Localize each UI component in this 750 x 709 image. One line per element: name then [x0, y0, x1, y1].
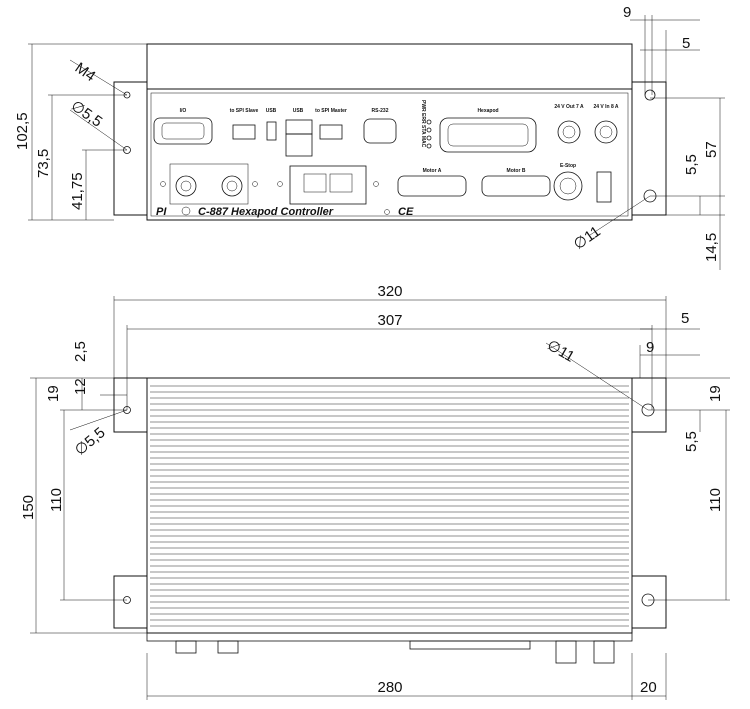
out-24v-connector — [557, 120, 581, 144]
dim-307: 307 — [377, 312, 402, 329]
dim-5-top: 5 — [681, 310, 689, 327]
dim-9-front: 9 — [623, 4, 631, 21]
dim-110-left: 110 — [48, 488, 65, 512]
front-panel — [146, 88, 633, 221]
label-hexapod: Hexapod — [477, 108, 498, 114]
dim-5-5-front: 5,5 — [683, 154, 700, 175]
front-panel-inner — [150, 92, 629, 217]
led-mac — [426, 143, 432, 149]
label-24v-in: 24 V In 8 A — [593, 104, 618, 110]
dim-9-top: 9 — [646, 339, 654, 356]
heat-sink-fins — [150, 385, 629, 627]
led-pwr — [426, 119, 432, 125]
right-flange — [631, 81, 667, 216]
label-leds: PWR ERR STA MAC — [420, 100, 426, 148]
dim-dia-11-top: ∅11 — [544, 337, 577, 366]
dim-dia-11-front: ∅11 — [571, 223, 604, 253]
top-right-flange-bottom — [631, 575, 667, 629]
label-usb-1: USB — [266, 108, 277, 114]
dim-dia-5-5-front: ∅5,5 — [68, 97, 106, 130]
power-switch — [596, 171, 612, 203]
usb-port-1 — [266, 121, 277, 141]
dim-57: 57 — [703, 141, 720, 158]
top-left-flange-bottom — [113, 575, 148, 629]
bnc-1 — [175, 175, 197, 197]
ethernet-block — [289, 165, 367, 205]
rs232-connector — [363, 118, 397, 144]
ce-mark: CE — [398, 206, 414, 218]
label-spi-master: to SPI Master — [315, 108, 347, 114]
dim-5-front: 5 — [682, 35, 690, 52]
motor-a-connector — [397, 175, 467, 197]
top-right-flange — [631, 377, 667, 433]
bnc-2 — [221, 175, 243, 197]
dim-19-right: 19 — [707, 385, 724, 402]
dim-110-right: 110 — [707, 488, 724, 512]
dim-41-75: 41,75 — [69, 172, 86, 210]
dim-280: 280 — [377, 679, 402, 696]
dim-5-5-top: 5,5 — [683, 431, 700, 452]
ethernet-port — [285, 133, 313, 157]
dim-73-5: 73,5 — [35, 149, 52, 178]
dim-102-5: 102,5 — [14, 112, 31, 150]
dim-dia-5-5-top: ∅5,5 — [72, 424, 109, 459]
spi-master-port — [319, 124, 343, 140]
label-usb-2: USB — [293, 108, 304, 114]
io-connector — [153, 117, 213, 145]
front-connector-strip — [146, 632, 633, 642]
brand-logo: PI — [156, 206, 167, 218]
dim-14-5: 14,5 — [703, 233, 720, 262]
dim-2-5: 2,5 — [72, 341, 89, 362]
label-rs232: RS-232 — [372, 108, 389, 114]
top-cover — [146, 43, 633, 90]
front-view: I/O to SPI Slave USB USB to SPI Master R… — [14, 4, 725, 270]
dim-150: 150 — [20, 495, 37, 520]
estop-connector — [553, 171, 583, 201]
label-motor-b: Motor B — [507, 168, 526, 174]
motor-b-connector — [481, 175, 551, 197]
label-spi-slave: to SPI Slave — [230, 108, 259, 114]
brand-mark-icon — [181, 206, 191, 216]
top-left-flange — [113, 377, 148, 433]
dim-20: 20 — [640, 679, 657, 696]
dim-320: 320 — [377, 283, 402, 300]
label-estop: E-Stop — [560, 163, 576, 169]
spi-slave-port — [232, 124, 256, 140]
hexapod-connector — [439, 117, 537, 153]
led-err — [426, 127, 432, 133]
top-view: 320 307 5 9 2,5 12 19 19 ∅11 ∅5,5 150 11… — [20, 283, 730, 700]
label-motor-a: Motor A — [423, 168, 442, 174]
dim-12: 12 — [72, 378, 89, 395]
led-sta — [426, 135, 432, 141]
dim-19-left: 19 — [45, 385, 62, 402]
heat-sink-body — [146, 377, 633, 634]
in-24v-connector — [594, 120, 618, 144]
label-24v-out: 24 V Out 7 A — [554, 104, 584, 110]
label-io: I/O — [180, 108, 187, 114]
model-name: C-887 Hexapod Controller — [198, 206, 334, 218]
